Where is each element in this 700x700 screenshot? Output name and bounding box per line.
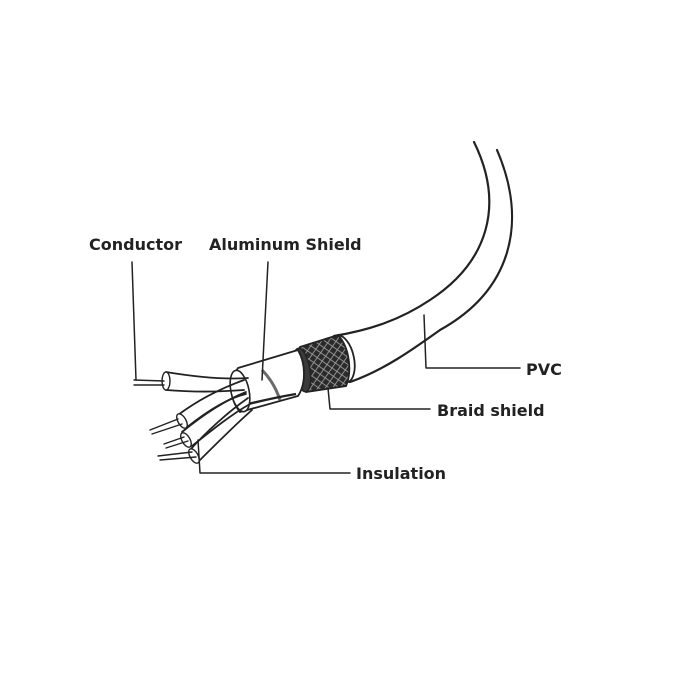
leader-pvc xyxy=(423,314,521,369)
leader-insulation xyxy=(197,439,351,474)
leader-braid-shield xyxy=(327,387,431,410)
label-conductor: Conductor xyxy=(89,235,182,254)
label-insulation: Insulation xyxy=(356,464,446,483)
pvc-jacket xyxy=(328,140,514,384)
leader-lines xyxy=(131,261,521,474)
inner-conductors xyxy=(133,371,253,464)
label-aluminum-shield: Aluminum Shield xyxy=(209,235,362,254)
leader-aluminum-shield xyxy=(261,261,269,381)
label-pvc: PVC xyxy=(526,360,562,379)
label-braid-shield: Braid shield xyxy=(437,401,545,420)
leader-conductor xyxy=(131,261,137,381)
callout-labels: Conductor Aluminum Shield PVC Braid shie… xyxy=(89,235,562,483)
